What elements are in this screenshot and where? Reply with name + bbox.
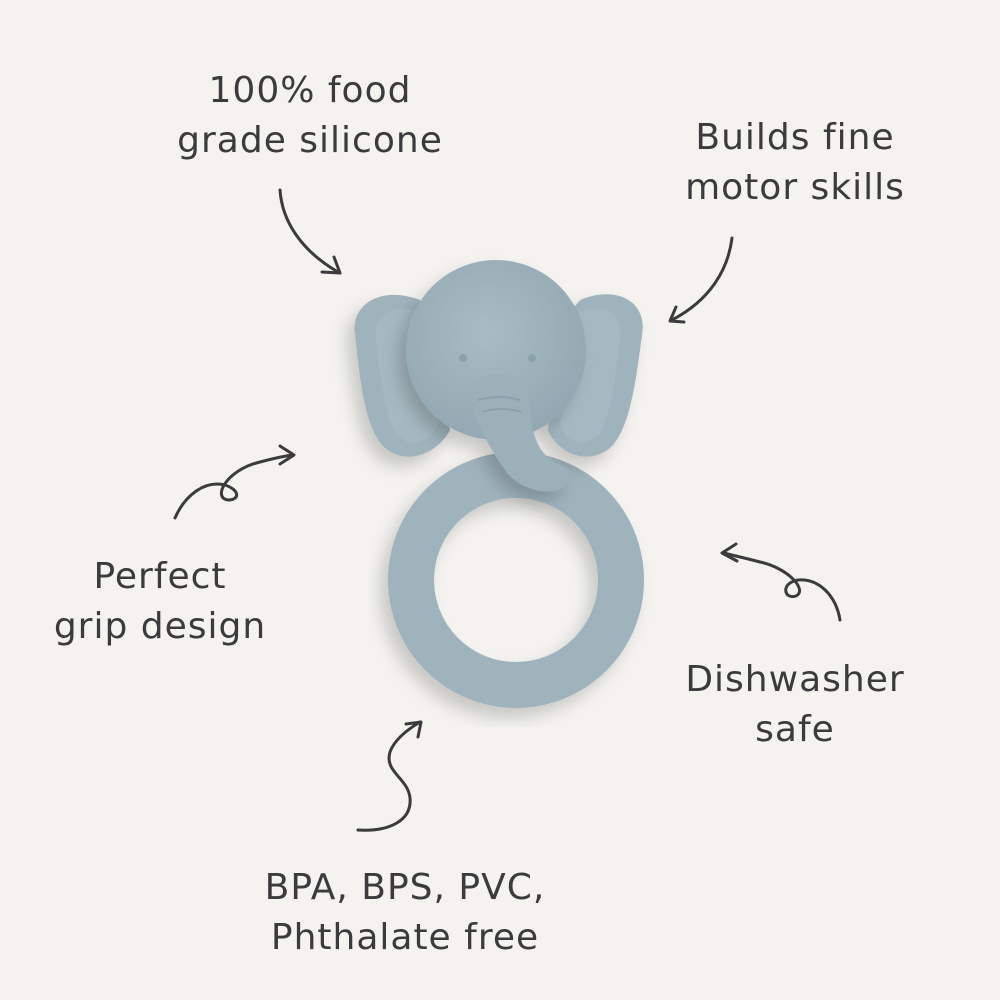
feature-text: motor skills: [685, 167, 905, 208]
feature-label-grip: Perfect grip design: [20, 552, 300, 652]
arrow-dishwasher: [720, 542, 842, 622]
arrow-motor-skills: [668, 236, 734, 324]
elephant-eye-right: [528, 354, 536, 362]
feature-text: 100% food: [208, 70, 412, 111]
arrow-bpa: [356, 720, 423, 832]
feature-text: BPA, BPS, PVC,: [264, 867, 546, 908]
elephant-head: [406, 260, 586, 492]
feature-text: Phthalate free: [270, 917, 540, 958]
feature-text: Builds fine: [695, 117, 895, 158]
feature-label-food-grade: 100% food grade silicone: [140, 66, 480, 166]
arrow-grip: [173, 444, 296, 520]
feature-text: safe: [755, 709, 835, 750]
feature-label-dishwasher: Dishwasher safe: [640, 655, 950, 755]
arrow-food-grade: [278, 188, 342, 275]
elephant-eye-left: [459, 354, 467, 362]
feature-text: grade silicone: [177, 120, 443, 161]
feature-text: Dishwasher: [685, 659, 905, 700]
teether-ring: [388, 452, 644, 708]
feature-label-bpa-free: BPA, BPS, PVC, Phthalate free: [175, 863, 635, 963]
feature-label-motor-skills: Builds fine motor skills: [640, 113, 950, 213]
feature-text: grip design: [53, 606, 267, 647]
feature-text: Perfect: [93, 556, 227, 597]
